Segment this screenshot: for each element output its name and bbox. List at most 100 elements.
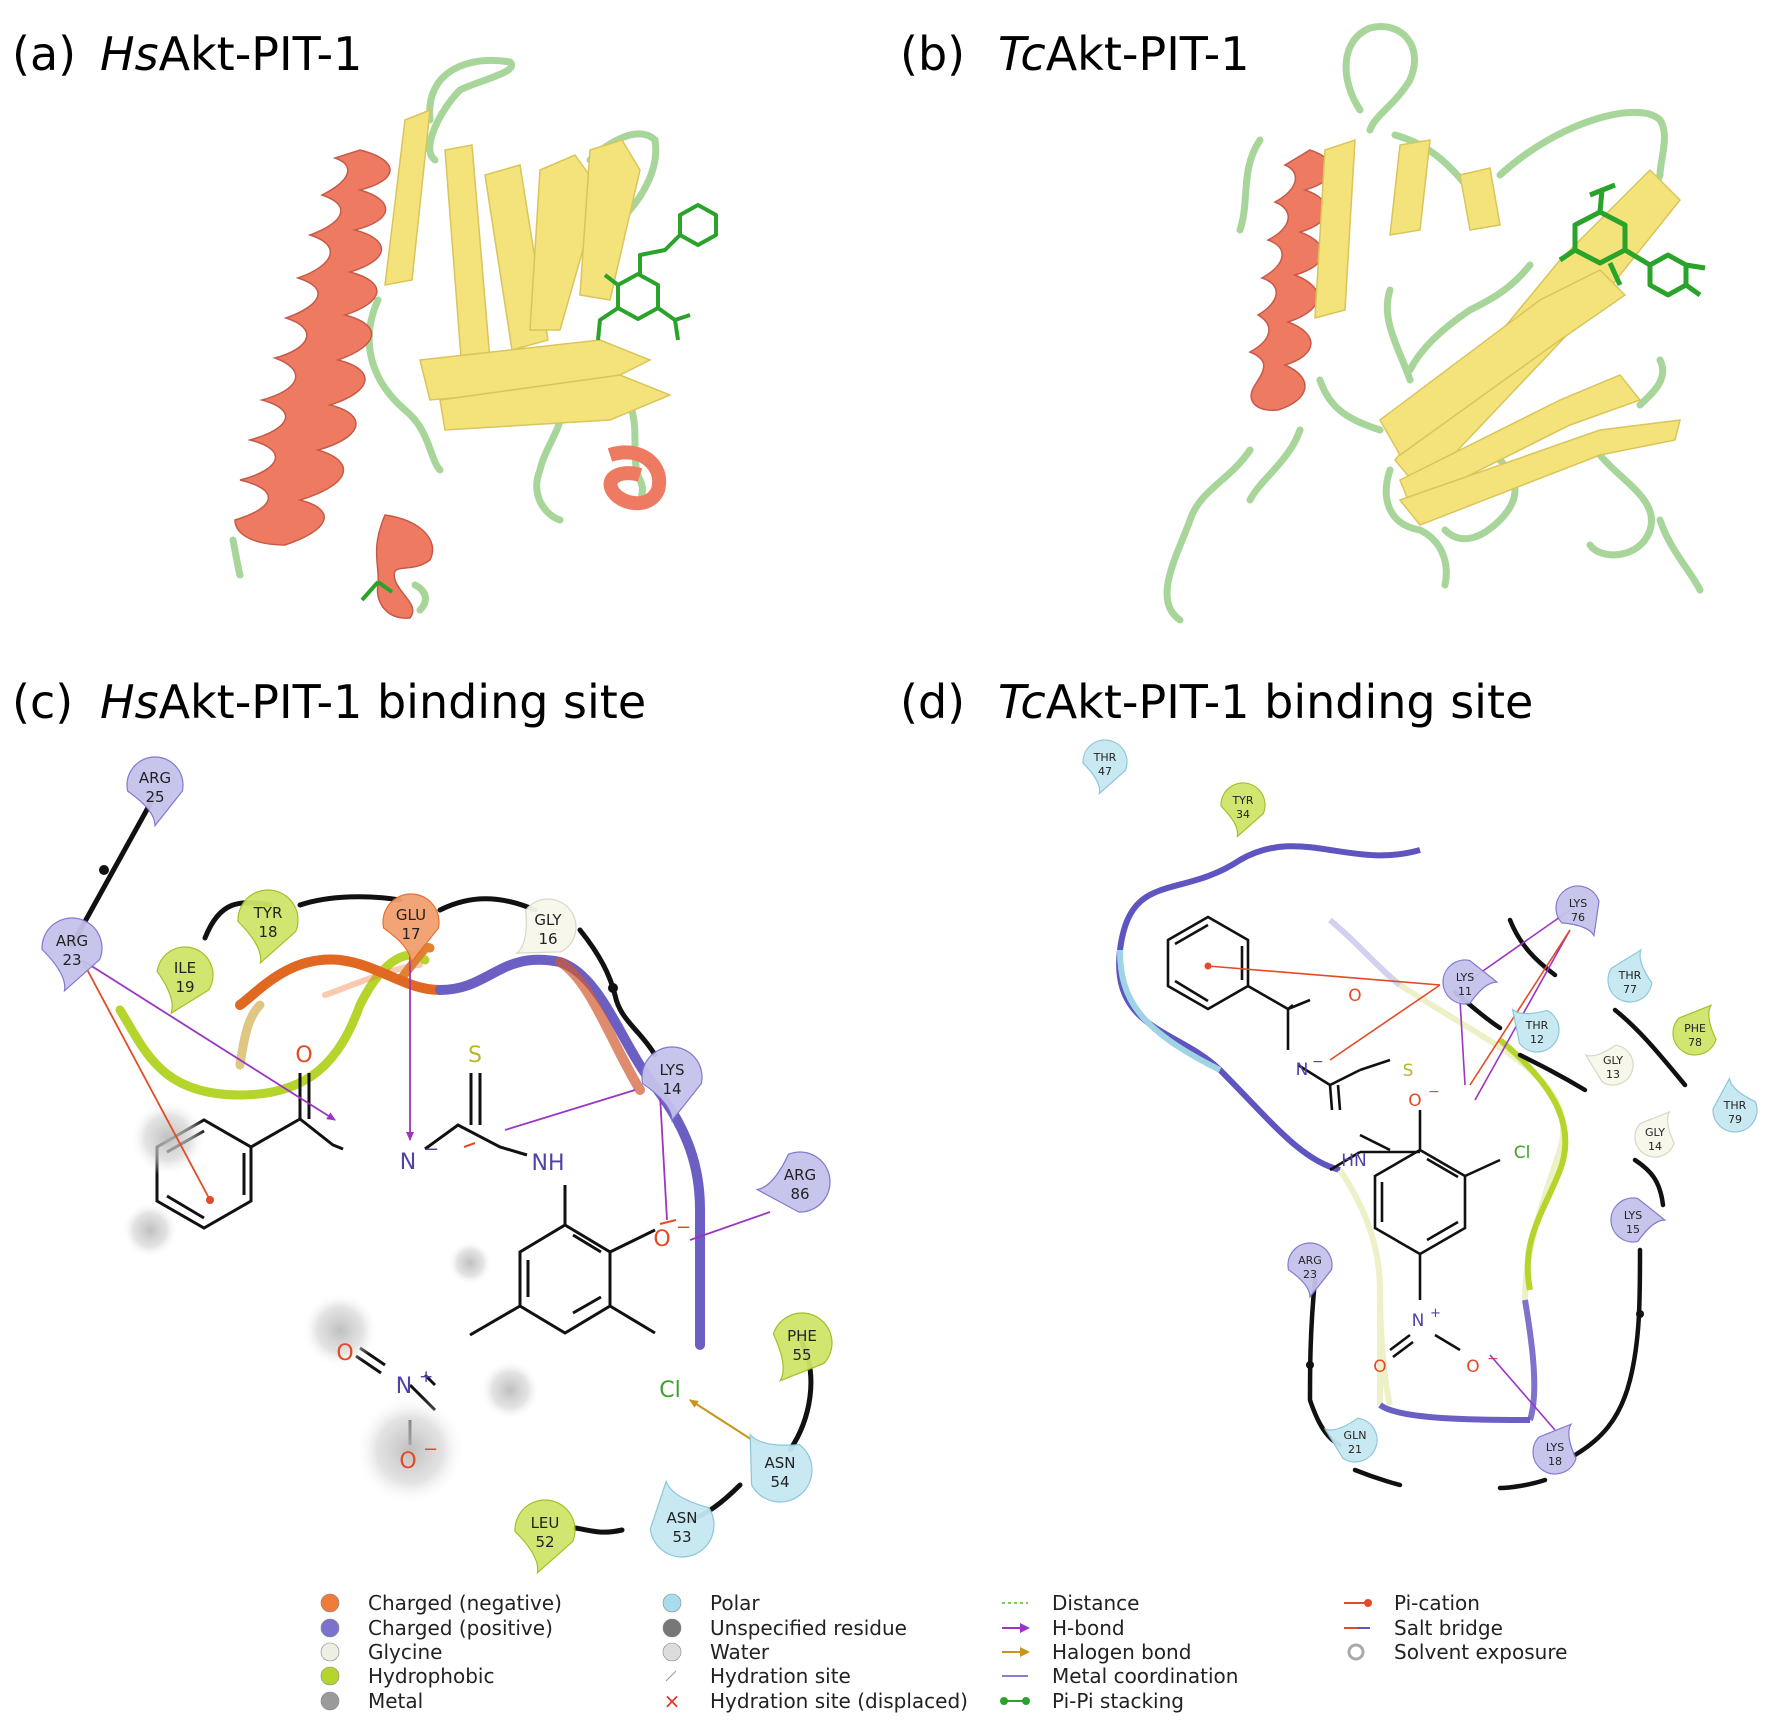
residue-number: 78 (1688, 1036, 1702, 1049)
panel-b-title: (b) TcAkt-PIT-1 (900, 27, 1250, 81)
svg-text:HsAkt-PIT-1: HsAkt-PIT-1 (100, 27, 362, 81)
charge-minus: − (676, 1217, 691, 1238)
residue-shape (1082, 739, 1128, 796)
legend-label: Water (710, 1640, 770, 1664)
atom-hn: HN (1341, 1151, 1367, 1171)
atom-n-minus: N (400, 1150, 416, 1175)
legend-item: Pi-cation (1344, 1591, 1480, 1615)
legend-label: Glycine (368, 1640, 442, 1664)
residue-number: 76 (1571, 911, 1585, 924)
residue-shape (749, 1432, 813, 1503)
legend-label: Distance (1052, 1591, 1139, 1615)
residue-number: 23 (62, 951, 81, 969)
legend-label: Hydration site (displaced) (710, 1689, 968, 1713)
legend-item: Charged (negative) (320, 1591, 562, 1615)
atom-cl: Cl (659, 1378, 680, 1403)
atom-s: S (1403, 1061, 1414, 1081)
charge-minus: − (1428, 1084, 1440, 1100)
residue-name: LYS (1624, 1209, 1642, 1222)
residue-number: 77 (1623, 983, 1637, 996)
arrow-icon (1020, 1623, 1030, 1633)
atom-o-minus-nitro: O (1466, 1357, 1479, 1377)
residue-number: 14 (662, 1080, 681, 1098)
legend-label: Metal coordination (1052, 1664, 1238, 1688)
legend-item: Polar (662, 1591, 760, 1615)
dot-icon (1000, 1697, 1008, 1705)
legend-item: Glycine (320, 1640, 442, 1664)
legend-label: Metal (368, 1689, 423, 1713)
panel-d-title: (d) TcAkt-PIT-1 binding site (900, 675, 1533, 729)
svg-text:(c): (c) (12, 675, 73, 729)
atom-cl: Cl (1514, 1143, 1531, 1163)
residue-shape (1610, 1197, 1667, 1243)
residue-shape (649, 1479, 715, 1558)
residue-name: LYS (1569, 897, 1587, 910)
residue-number: 55 (792, 1346, 811, 1364)
panel-d-diagram: O N − S HN O − Cl N + O O − THR47TYR34LY… (1082, 739, 1758, 1491)
legend-item: Metal coordination (1002, 1664, 1238, 1688)
legend-item: Hydrophobic (320, 1664, 494, 1688)
legend-item: ×Hydration site (displaced) (664, 1689, 968, 1713)
residue-shape (156, 946, 214, 1015)
legend-swatch (662, 1618, 682, 1638)
residue-number: 16 (538, 930, 557, 948)
residue-name: THR (1618, 969, 1642, 982)
residue-number: 21 (1348, 1443, 1362, 1456)
charge-plus: + (419, 1367, 433, 1387)
residue-name: ARG (784, 1166, 816, 1184)
residue-name: ILE (174, 959, 196, 977)
residue-name: ASN (764, 1454, 795, 1472)
legend-label: Pi-Pi stacking (1052, 1689, 1184, 1713)
legend-label: Unspecified residue (710, 1616, 907, 1640)
residue-number: 52 (535, 1533, 554, 1551)
residue-name: LYS (1546, 1441, 1564, 1454)
atom-n-plus: N (396, 1374, 412, 1399)
legend-swatch (320, 1593, 340, 1613)
residue-shape (514, 1499, 576, 1575)
residue-shape (1672, 1004, 1717, 1056)
atom-o-carbonyl: O (295, 1043, 312, 1068)
residue-shape (1511, 1007, 1560, 1053)
residue-shape (1323, 1417, 1378, 1463)
residue-shape (772, 1312, 833, 1382)
residue-shape (1555, 885, 1600, 938)
residue-shape (755, 1151, 831, 1213)
residue-number: 14 (1648, 1140, 1662, 1153)
atom-n-minus: N (1296, 1060, 1309, 1080)
panel-b-structure (1163, 23, 1706, 624)
residue-shape (1712, 1076, 1758, 1133)
residue-number: 86 (790, 1185, 809, 1203)
charge-minus: − (1312, 1054, 1324, 1070)
legend-item: Water (662, 1640, 770, 1664)
svg-text:TcAkt-PIT-1: TcAkt-PIT-1 (998, 27, 1250, 81)
atom-o-minus: O (653, 1227, 670, 1252)
atom-s: S (468, 1043, 482, 1068)
charge-minus: − (424, 1139, 439, 1160)
residue-number: 47 (1098, 765, 1112, 778)
legend-label: Solvent exposure (1394, 1640, 1567, 1664)
svg-text:(a): (a) (12, 27, 76, 81)
legend-item: Salt bridge (1344, 1616, 1503, 1640)
legend-swatch (320, 1642, 340, 1662)
atom-o-minus-nitro: O (399, 1449, 416, 1474)
legend-label: Salt bridge (1394, 1616, 1503, 1640)
atom-nh: NH (532, 1151, 565, 1176)
panel-a-title: (a) HsAkt-PIT-1 (12, 27, 362, 81)
legend-item: Distance (1002, 1591, 1139, 1615)
residue-shape (641, 1046, 703, 1123)
panel-c-title: (c) HsAkt-PIT-1 binding site (12, 675, 646, 729)
